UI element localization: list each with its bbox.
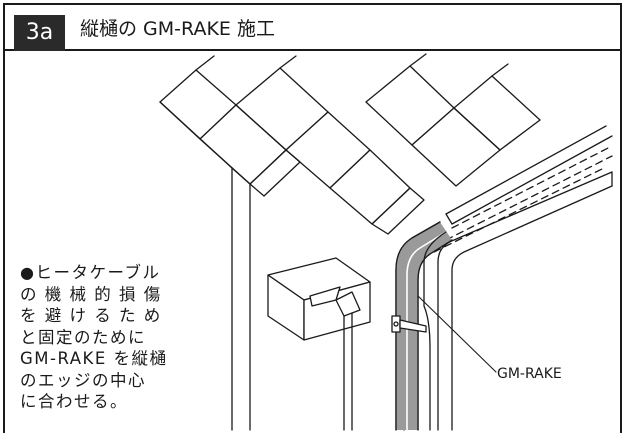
bullet-icon: ● — [20, 263, 36, 282]
note-line: の 機 械 的 損 傷 — [20, 284, 162, 304]
step-badge: 3a — [14, 15, 65, 51]
diagram-frame — [3, 3, 622, 433]
note-line: に合わせる。 — [20, 392, 128, 411]
roof-edge-rail — [445, 125, 613, 225]
wall — [159, 101, 251, 431]
roof-tile — [411, 107, 501, 187]
heater-cable — [423, 231, 447, 431]
roof-tile — [199, 104, 287, 185]
note-line: GM-RAKE を縦樋 — [20, 349, 168, 368]
roof-tile — [453, 75, 541, 151]
roof-tile — [249, 149, 301, 197]
heater-cable-run — [433, 145, 613, 253]
note-line: を 避 け る た め — [20, 306, 162, 325]
gm-rake-label: GM-RAKE — [497, 366, 562, 382]
downpipe — [395, 221, 453, 431]
gutter-box — [267, 257, 371, 341]
callout-leader — [417, 295, 497, 373]
installation-note: ●ヒータケーブル の 機 械 的 損 傷 を 避 け る た め と固定のために… — [20, 262, 220, 413]
cable-clamp — [391, 315, 427, 333]
page-title: 縦樋の GM-RAKE 施工 — [80, 18, 275, 40]
header-divider — [3, 49, 622, 51]
roof-tile — [371, 187, 425, 235]
eave-frame — [437, 171, 613, 431]
note-line: と固定のために — [20, 327, 146, 347]
note-line: ●ヒータケーブル — [20, 263, 161, 282]
note-line: のエッジの中心 — [20, 370, 146, 390]
roof-tiles — [159, 53, 541, 235]
